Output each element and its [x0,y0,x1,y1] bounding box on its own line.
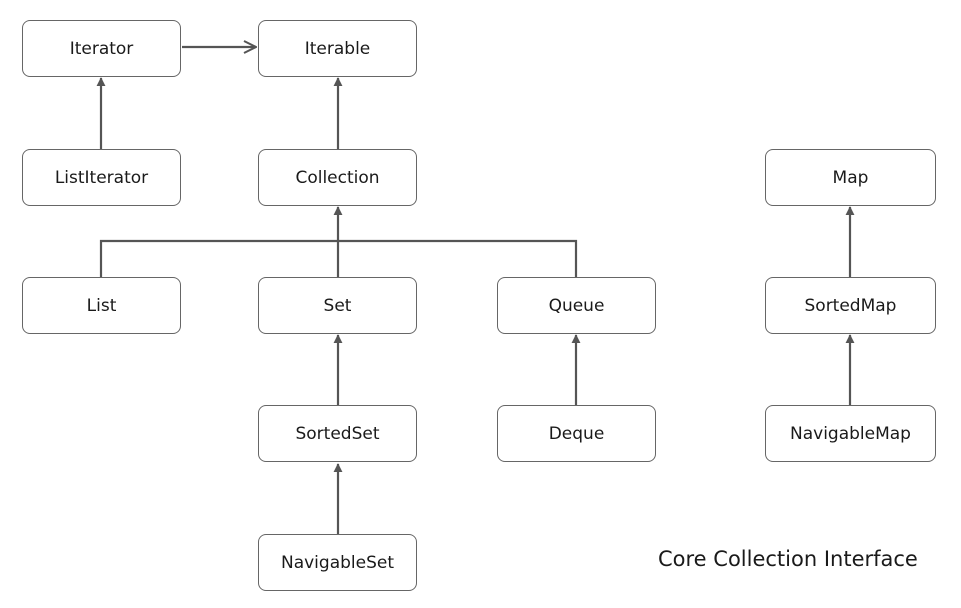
node-deque: Deque [497,405,656,462]
node-collection: Collection [258,149,417,206]
node-map: Map [765,149,936,206]
node-list: List [22,277,181,334]
node-sortedset: SortedSet [258,405,417,462]
edge-queue-collection [338,239,578,277]
node-iterator: Iterator [22,20,181,77]
node-iterable: Iterable [258,20,417,77]
node-navigablemap: NavigableMap [765,405,936,462]
node-listiterator: ListIterator [22,149,181,206]
node-set: Set [258,277,417,334]
node-navigableset: NavigableSet [258,534,417,591]
node-sortedmap: SortedMap [765,277,936,334]
edge-list-collection [99,239,338,277]
node-queue: Queue [497,277,656,334]
diagram-caption: Core Collection Interface [658,547,918,571]
